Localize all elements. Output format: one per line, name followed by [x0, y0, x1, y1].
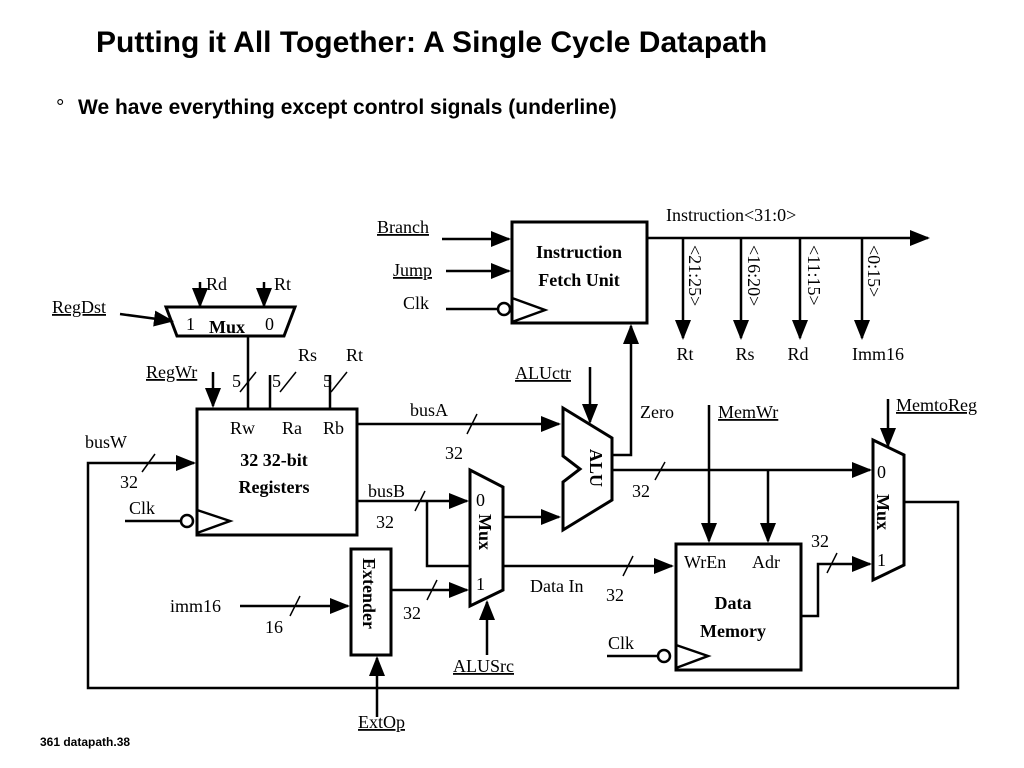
- regfile-clock-edge-icon: [196, 508, 234, 535]
- busa-width-tick: [466, 413, 478, 435]
- width-tick-rb: [330, 371, 348, 393]
- reg-port-ra: Ra: [282, 418, 302, 438]
- mem-port-wren: WrEn: [684, 552, 726, 572]
- extender: [349, 547, 393, 657]
- memwr-signal: MemWr: [718, 402, 778, 422]
- regfile-clk-label: Clk: [129, 498, 155, 518]
- branch-signal: Branch: [377, 217, 429, 237]
- ext-width-tick: [426, 579, 438, 601]
- field-name-rt: Rt: [676, 344, 693, 364]
- extop-signal: ExtOp: [358, 712, 405, 732]
- fetch-clock-bubble-icon: [496, 301, 512, 317]
- zero-wire: [612, 324, 639, 457]
- field-bits-rt: <21:25>: [685, 245, 705, 306]
- bullet-point: ° We have everything except control signa…: [56, 96, 617, 120]
- busw-label: busW: [85, 432, 127, 452]
- slide-footer: 361 datapath.38: [40, 735, 131, 749]
- fetch-unit-label-2: Fetch Unit: [538, 270, 619, 290]
- fetch-clock-edge-icon: [511, 296, 549, 324]
- width-label-rw: 5: [232, 371, 241, 391]
- regwr-signal: RegWr: [146, 362, 197, 382]
- alu: [561, 405, 614, 533]
- memtoreg-mux-in0: 0: [877, 462, 886, 482]
- alu-out-width-tick: [654, 461, 666, 481]
- busw-width-tick: [141, 453, 156, 473]
- jump-signal: Jump: [393, 260, 432, 280]
- data-memory-label-1: Data: [715, 593, 752, 613]
- width-label-ra: 5: [272, 371, 281, 391]
- fetch-clk-label: Clk: [403, 293, 429, 313]
- register-file: [195, 407, 359, 537]
- fetch-unit-label-1: Instruction: [536, 242, 622, 262]
- register-file-label-1: 32 32-bit: [240, 450, 308, 470]
- regdst-signal-wire: [119, 310, 174, 327]
- bullet-marker: °: [56, 96, 65, 119]
- data-in-width: 32: [606, 585, 624, 605]
- mem-clock-bubble-icon: [656, 648, 672, 664]
- regdst-mux-in1: 1: [186, 314, 195, 334]
- regfile-rt-label: Rt: [346, 345, 363, 365]
- alu-out-width: 32: [632, 481, 650, 501]
- alusrc-mux-in1: 1: [476, 574, 485, 594]
- regdst-rd-label: Rd: [206, 274, 227, 294]
- regdst-mux-label: Mux: [209, 317, 245, 337]
- alusrc-signal: ALUSrc: [453, 656, 514, 676]
- busa-width: 32: [445, 443, 463, 463]
- regdst-rt-label: Rt: [274, 274, 291, 294]
- imm16-width-tick: [289, 595, 301, 617]
- memtoreg-mux-label: Mux: [873, 494, 893, 530]
- slide-title: Putting it All Together: A Single Cycle …: [96, 26, 768, 59]
- extender-label: Extender: [359, 558, 379, 629]
- memtoreg-signal: MemtoReg: [896, 395, 977, 415]
- mem-out-wire: [801, 556, 872, 618]
- regfile-clock-bubble-icon: [179, 513, 195, 529]
- bullet-text: We have everything except control signal…: [78, 96, 617, 119]
- field-bits-rs: <16:20>: [744, 245, 764, 306]
- aluctr-signal: ALUctr: [515, 363, 571, 383]
- busw-width: 32: [120, 472, 138, 492]
- busb-width-tick: [414, 490, 426, 512]
- field-name-rs: Rs: [735, 344, 754, 364]
- field-name-rd: Rd: [787, 344, 808, 364]
- zero-label: Zero: [640, 402, 674, 422]
- regdst-signal: RegDst: [52, 297, 106, 317]
- memtoreg-mux: [871, 437, 906, 583]
- field-bits-imm16: <0:15>: [864, 245, 884, 297]
- mem-out-width-tick: [826, 552, 838, 574]
- busb-width: 32: [376, 512, 394, 532]
- data-in-label: Data In: [530, 576, 583, 596]
- data-memory-label-2: Memory: [700, 621, 766, 641]
- busa-label: busA: [410, 400, 448, 420]
- regfile-rs-label: Rs: [298, 345, 317, 365]
- ext-width: 32: [403, 603, 421, 623]
- mem-out-width: 32: [811, 531, 829, 551]
- busb-label: busB: [368, 481, 405, 501]
- mem-clk-label: Clk: [608, 633, 634, 653]
- width-tick-rw: [239, 371, 257, 393]
- reg-port-rw: Rw: [230, 418, 255, 438]
- field-name-imm16: Imm16: [852, 344, 904, 364]
- instruction-bus-label: Instruction<31:0>: [666, 205, 796, 225]
- busw-wire: [86, 455, 960, 690]
- regdst-mux-in0: 0: [265, 314, 274, 334]
- memtoreg-mux-in1: 1: [877, 550, 886, 570]
- register-file-label-2: Registers: [239, 477, 310, 497]
- mem-clock-edge-icon: [675, 643, 712, 670]
- alusrc-mux-in0: 0: [476, 490, 485, 510]
- alu-label: ALU: [586, 449, 606, 487]
- width-label-rb: 5: [323, 371, 332, 391]
- field-bits-rd: <11:15>: [804, 245, 824, 306]
- data-in-width-tick: [622, 555, 634, 577]
- data-memory: [674, 542, 803, 672]
- imm16-label: imm16: [170, 596, 221, 616]
- alusrc-mux-label: Mux: [475, 514, 495, 550]
- reg-port-rb: Rb: [323, 418, 344, 438]
- mem-port-adr: Adr: [752, 552, 780, 572]
- alusrc-mux: [468, 467, 505, 609]
- data-in-wire: [425, 501, 674, 574]
- width-tick-ra: [279, 371, 297, 393]
- imm16-width: 16: [265, 617, 283, 637]
